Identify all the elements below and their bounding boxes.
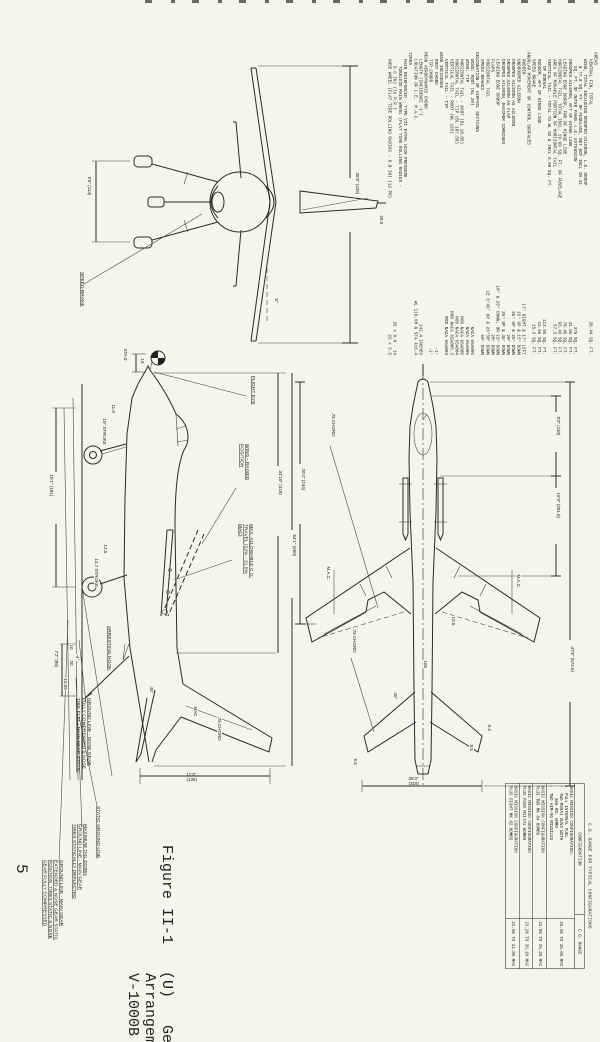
- figure-caption-line: Arrangement,: [141, 973, 158, 1042]
- ground-line-note: MAXIMUM TAIL DOWN GROUND LINE - MAIN GEA…: [71, 824, 89, 899]
- figure-caption-line: Figure II-1 (U) General: [158, 845, 175, 1042]
- ground-line-note: STATIC GROUND LINE: [95, 806, 102, 859]
- front-view-drawing: [83, 65, 386, 344]
- plan-view: 47'8" (572.6)9'2" (110)16'9" (201.6).75 …: [276, 362, 578, 794]
- ground-line-note: GROUND LINE - MAIN GEAR EXTENDED & NOSE …: [42, 860, 64, 941]
- ground-line-note: GROUND LINE - NOSE GEAR FULLY COMPRESSED…: [75, 698, 93, 773]
- cg-symbol-icon: [150, 350, 166, 366]
- scan-edge-artifacts: [145, 0, 600, 3]
- side-view-drawing: [52, 350, 293, 784]
- page-number: 5: [12, 864, 30, 874]
- plan-view-drawing: [295, 364, 575, 792]
- figure-caption-line: V-1000B: [124, 973, 141, 1037]
